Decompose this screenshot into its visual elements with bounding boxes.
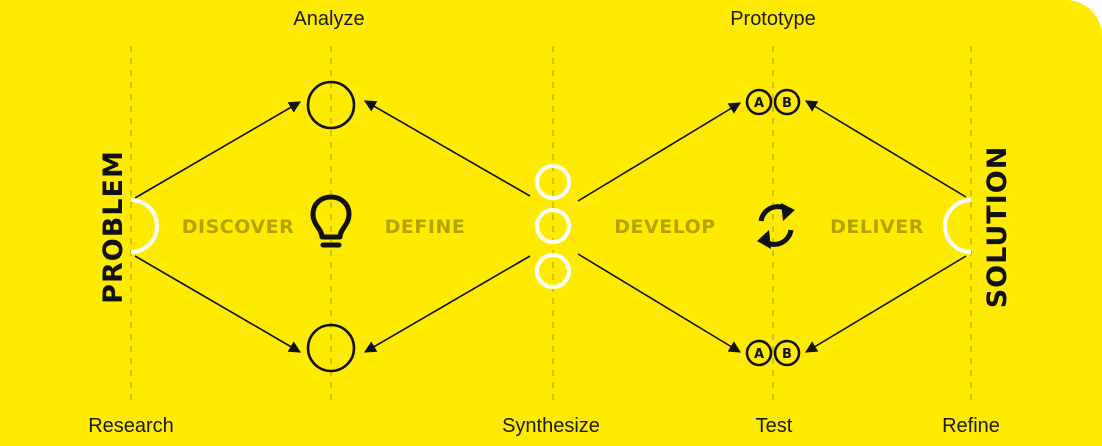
arrow-problem-to-bottom-circle xyxy=(134,255,302,353)
synthesize-ring-middle xyxy=(535,208,571,244)
label-refine: Refine xyxy=(942,415,1000,437)
label-analyze: Analyze xyxy=(293,8,364,30)
label-test: Test xyxy=(756,415,793,437)
variant-a-label-bottom: A xyxy=(754,347,764,362)
phase-develop: DEVELOP xyxy=(614,216,715,238)
arrow-solution-to-top-ab xyxy=(804,100,967,198)
phase-deliver: DELIVER xyxy=(830,216,924,238)
arrow-synthesize-to-top-circle xyxy=(363,100,531,197)
phase-discover: DISCOVER xyxy=(182,216,294,238)
side-label-solution: SOLUTION xyxy=(982,146,1013,309)
label-prototype: Prototype xyxy=(730,8,816,30)
arrow-solution-to-bottom-ab xyxy=(804,255,967,353)
arrow-synthesize-to-bottom-circle xyxy=(363,255,531,353)
synthesize-ring-top xyxy=(535,164,571,200)
problem-half-ring xyxy=(130,198,159,254)
ab-badge-top: A B xyxy=(745,88,801,116)
arrow-develop-to-bottom-ab xyxy=(577,253,742,353)
solution-half-ring xyxy=(943,198,972,254)
analyze-bottom-circle xyxy=(306,323,356,373)
arrow-develop-to-top-ab xyxy=(577,102,742,202)
arrow-problem-to-top-circle xyxy=(134,101,302,199)
variant-a-badge-top xyxy=(745,88,773,116)
variant-b-badge-bottom xyxy=(773,339,801,367)
flow-arrows xyxy=(134,100,967,353)
label-synthesize: Synthesize xyxy=(502,415,600,437)
analyze-top-circle xyxy=(306,80,356,130)
variant-b-label-top: B xyxy=(782,96,792,111)
variant-b-label-bottom: B xyxy=(782,347,792,362)
ab-badge-bottom: A B xyxy=(745,339,801,367)
synthesize-ring-bottom xyxy=(535,253,571,289)
label-research: Research xyxy=(88,415,174,437)
variant-a-label-top: A xyxy=(754,96,764,111)
variant-a-badge-bottom xyxy=(745,339,773,367)
side-label-problem: PROBLEM xyxy=(98,150,129,304)
refresh-icon xyxy=(757,203,795,249)
variant-b-badge-top xyxy=(773,88,801,116)
phase-define: DEFINE xyxy=(385,216,466,238)
lightbulb-icon xyxy=(310,194,352,248)
